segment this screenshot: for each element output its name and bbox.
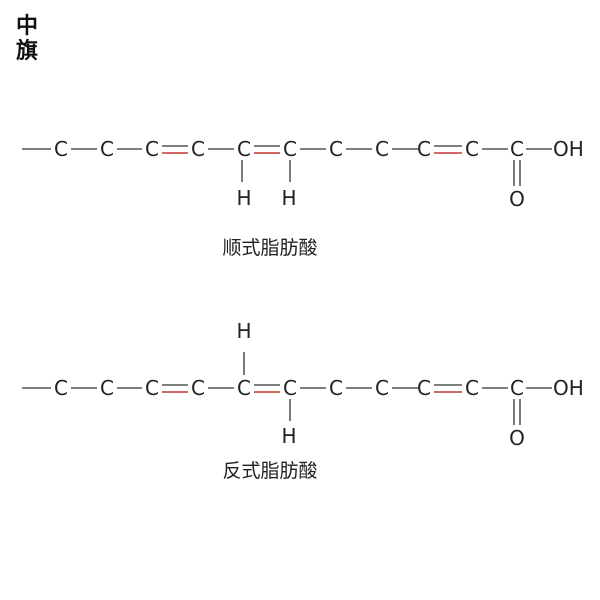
- carbon-atom: C: [329, 137, 343, 161]
- carbon-atom: C: [417, 376, 431, 400]
- hydrogen-atom: H: [281, 424, 296, 448]
- carbon-atom: C: [465, 137, 479, 161]
- carbon-atom: C: [465, 376, 479, 400]
- carbon-atom: C: [417, 137, 431, 161]
- trans-fatty-acid-structure: H C C C C C C C C C C C OH O H 反式脂肪酸: [22, 319, 584, 482]
- carbon-atom: C: [145, 137, 159, 161]
- carbonyl-oxygen: O: [509, 187, 525, 211]
- carbon-atom: C: [54, 376, 68, 400]
- carbon-atom: C: [54, 137, 68, 161]
- hydrogen-atom: H: [236, 319, 251, 343]
- logo: 中 旗: [16, 14, 46, 64]
- structure-caption: 顺式脂肪酸: [222, 237, 317, 259]
- carbon-atom: C: [191, 137, 205, 161]
- carbon-atom: C: [100, 137, 114, 161]
- logo-char: 中: [16, 13, 39, 39]
- logo-char: 旗: [16, 38, 39, 64]
- carbon-atom: C: [283, 137, 297, 161]
- carbon-atom: C: [375, 376, 389, 400]
- carbon-atom: C: [237, 137, 251, 161]
- carbonyl-oxygen: O: [509, 426, 525, 450]
- hydroxyl-group: OH: [553, 137, 584, 161]
- hydroxyl-group: OH: [553, 376, 584, 400]
- carbon-atom: C: [145, 376, 159, 400]
- cis-fatty-acid-structure: C C C C C C C C C C C OH O H H 顺式脂肪酸: [22, 137, 584, 259]
- carbon-atom: C: [510, 137, 524, 161]
- carbon-atom: C: [510, 376, 524, 400]
- carbon-atom: C: [237, 376, 251, 400]
- hydrogen-atom: H: [281, 186, 296, 210]
- hydrogen-atom: H: [236, 186, 251, 210]
- carbon-atom: C: [329, 376, 343, 400]
- carbon-atom: C: [100, 376, 114, 400]
- carbon-atom: C: [375, 137, 389, 161]
- carbon-atom: C: [283, 376, 297, 400]
- carbon-atom: C: [191, 376, 205, 400]
- structure-caption: 反式脂肪酸: [222, 460, 317, 482]
